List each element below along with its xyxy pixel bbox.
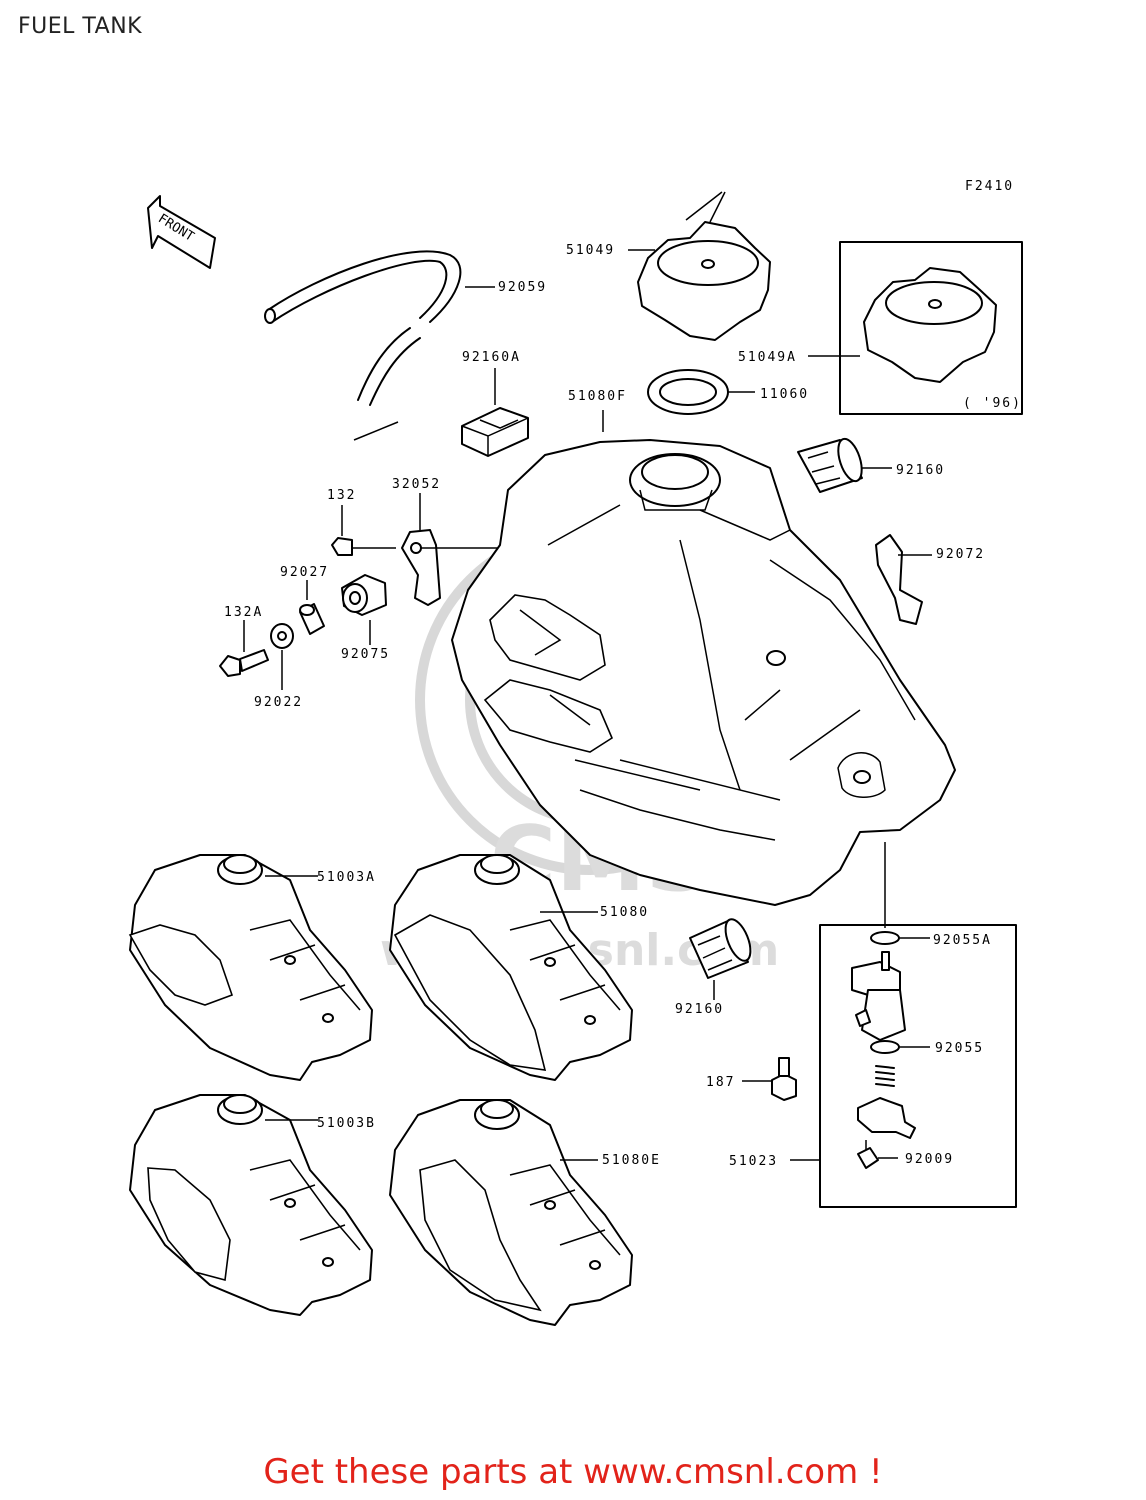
label-51049A: 51049A xyxy=(738,350,797,365)
label-92055: 92055 xyxy=(935,1041,984,1056)
promo-link[interactable]: Get these parts at www.cmsnl.com ! xyxy=(263,1452,883,1492)
grommet-92075 xyxy=(341,574,387,645)
label-51003B: 51003B xyxy=(317,1116,376,1131)
label-32052: 32052 xyxy=(392,477,441,492)
label-92160-top: 92160 xyxy=(896,463,945,478)
label-92009: 92009 xyxy=(905,1152,954,1167)
washer-92022 xyxy=(270,623,294,690)
label-187: 187 xyxy=(706,1075,735,1090)
label-51080F: 51080F xyxy=(568,389,627,404)
bracket-32052 xyxy=(401,493,498,606)
part-labels: 92059 51049 51049A 92160A 51080F 11060 9… xyxy=(224,243,992,1169)
tank-51003A xyxy=(128,854,373,1081)
label-51003A: 51003A xyxy=(317,870,376,885)
collar-92027 xyxy=(299,580,325,635)
tank-51080 xyxy=(389,854,633,1081)
label-92055A: 92055A xyxy=(933,933,992,948)
label-51080E: 51080E xyxy=(602,1153,661,1168)
bolt-132 xyxy=(331,505,396,556)
label-51023: 51023 xyxy=(729,1154,778,1169)
gasket-11060 xyxy=(647,369,755,415)
label-92160A: 92160A xyxy=(462,350,521,365)
label-92072: 92072 xyxy=(936,547,985,562)
label-92027: 92027 xyxy=(280,565,329,580)
inset-cap-51049A: ( '96) xyxy=(808,241,1023,415)
label-132: 132 xyxy=(327,488,356,503)
strap-92072 xyxy=(875,534,932,625)
label-92059: 92059 xyxy=(498,280,547,295)
label-51049: 51049 xyxy=(566,243,615,258)
fuel-cap-51049 xyxy=(628,191,771,341)
label-92075: 92075 xyxy=(341,647,390,662)
bolt-132A xyxy=(219,620,269,677)
label-92160-bottom: 92160 xyxy=(675,1002,724,1017)
label-11060: 11060 xyxy=(760,387,809,402)
front-arrow-icon: FRONT xyxy=(147,195,216,269)
label-132A: 132A xyxy=(224,605,263,620)
label-92022: 92022 xyxy=(254,695,303,710)
main-tank-51080F xyxy=(451,410,956,906)
fuel-cock-assembly-51023 xyxy=(790,842,1017,1208)
filter-92160-top xyxy=(797,437,892,493)
bolt-187 xyxy=(742,1057,797,1101)
inset-note: ( '96) xyxy=(963,396,1022,411)
clip-92160A xyxy=(461,368,529,457)
label-51080: 51080 xyxy=(600,905,649,920)
tank-51003B xyxy=(129,1094,373,1316)
filter-92160-bottom xyxy=(689,918,752,1000)
tank-51080E xyxy=(389,1099,633,1326)
page-title: FUEL TANK xyxy=(18,14,143,39)
diagram-code: F2410 xyxy=(965,179,1014,194)
breather-hose-92059 xyxy=(264,250,495,441)
